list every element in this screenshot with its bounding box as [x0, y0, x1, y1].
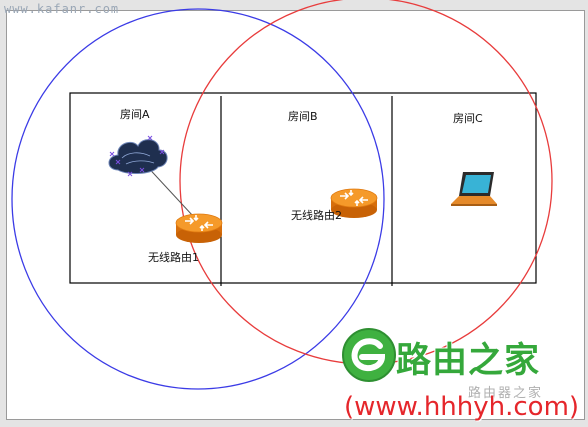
- brand-subtitle: 路由器之家: [468, 386, 544, 401]
- router-label-1: 无线路由1: [148, 251, 199, 264]
- router2-coverage-circle: [179, 0, 553, 365]
- router1-coverage-circle: [11, 8, 385, 390]
- floor-plan-outline: [69, 92, 537, 284]
- room-label-c: 房间C: [453, 112, 483, 125]
- top-watermark: www.kafanr.com: [4, 2, 120, 16]
- laptop-icon: [451, 172, 497, 206]
- router-icon: [175, 213, 223, 243]
- slide-canvas: [6, 10, 585, 420]
- brand-url: (www.hhhyh.com): [344, 392, 580, 422]
- brand-logo-icon: [342, 328, 396, 382]
- router-icon: [330, 188, 378, 218]
- room-label-b: 房间B: [288, 110, 318, 123]
- brand-name: 路由之家: [396, 341, 541, 381]
- cloud-icon: [108, 135, 168, 177]
- brand-watermark: 路由之家 路由器之家 (www.hhhyh.com): [338, 322, 588, 427]
- room-label-a: 房间A: [120, 108, 150, 121]
- router-label-2: 无线路由2: [291, 209, 342, 222]
